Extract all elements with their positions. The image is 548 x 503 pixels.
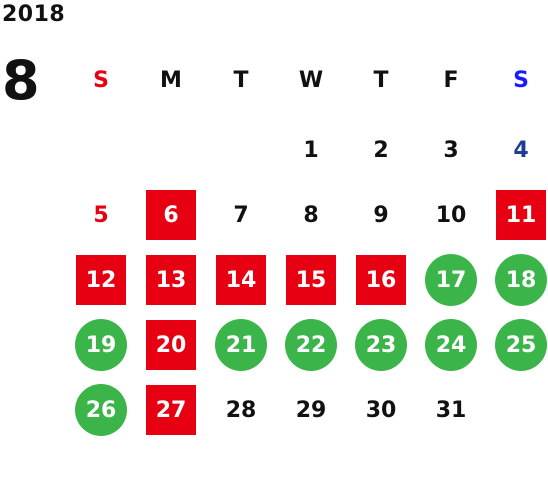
day-7[interactable]: 7 — [233, 202, 249, 228]
day-8[interactable]: 8 — [303, 202, 319, 228]
day-4[interactable]: 4 — [513, 137, 529, 163]
day-22[interactable]: 22 — [285, 319, 337, 371]
weekday-thu: T — [373, 67, 389, 93]
month-label: 8 — [2, 49, 40, 112]
day-18[interactable]: 18 — [495, 254, 547, 306]
day-12[interactable]: 12 — [76, 255, 126, 305]
day-15[interactable]: 15 — [286, 255, 336, 305]
day-13[interactable]: 13 — [146, 255, 196, 305]
day-17[interactable]: 17 — [425, 254, 477, 306]
day-23[interactable]: 23 — [355, 319, 407, 371]
day-21[interactable]: 21 — [215, 319, 267, 371]
day-30[interactable]: 30 — [365, 397, 397, 423]
day-16[interactable]: 16 — [356, 255, 406, 305]
day-29[interactable]: 29 — [295, 397, 327, 423]
day-19[interactable]: 19 — [75, 319, 127, 371]
weekday-sat: S — [513, 67, 529, 93]
day-2[interactable]: 2 — [373, 137, 389, 163]
day-3[interactable]: 3 — [443, 137, 459, 163]
weekday-fri: F — [443, 67, 459, 93]
day-14[interactable]: 14 — [216, 255, 266, 305]
weekday-tue: T — [233, 67, 249, 93]
day-11[interactable]: 11 — [496, 190, 546, 240]
day-26[interactable]: 26 — [75, 384, 127, 436]
day-28[interactable]: 28 — [225, 397, 257, 423]
day-24[interactable]: 24 — [425, 319, 477, 371]
year-label: 2018 — [2, 2, 66, 27]
day-27[interactable]: 27 — [146, 385, 196, 435]
day-20[interactable]: 20 — [146, 320, 196, 370]
day-5[interactable]: 5 — [93, 202, 109, 228]
weekday-wed: W — [298, 67, 324, 93]
day-25[interactable]: 25 — [495, 319, 547, 371]
day-10[interactable]: 10 — [435, 202, 467, 228]
day-9[interactable]: 9 — [373, 202, 389, 228]
weekday-mon: M — [160, 67, 182, 93]
weekday-sun: S — [93, 67, 109, 93]
day-6[interactable]: 6 — [146, 190, 196, 240]
day-1[interactable]: 1 — [303, 137, 319, 163]
day-31[interactable]: 31 — [435, 397, 467, 423]
